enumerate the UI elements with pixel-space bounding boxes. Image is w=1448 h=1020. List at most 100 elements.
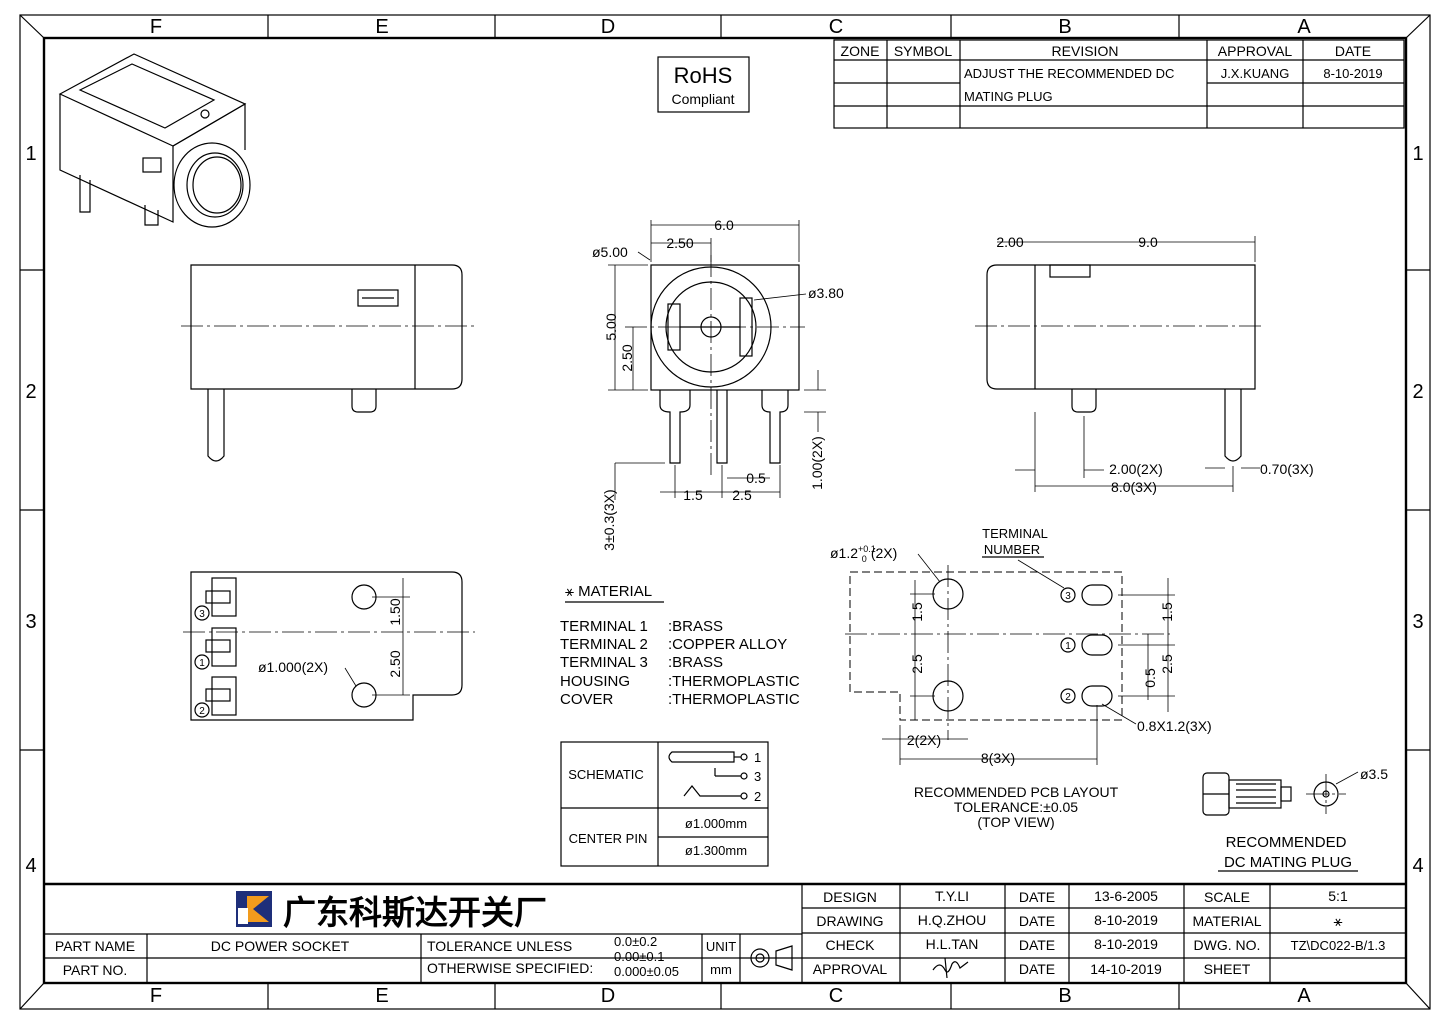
rev-header-zone: ZONE	[841, 43, 880, 59]
right-dim-body: 9.0	[1138, 234, 1158, 250]
rev-row2-revision: MATING PLUG	[964, 89, 1053, 104]
row-label-left-3: 3	[25, 611, 36, 633]
plug-dim: ø3.5	[1360, 766, 1388, 782]
pcb-dim-slot: 0.8X1.2(3X)	[1137, 718, 1212, 734]
check-date: 8-10-2019	[1094, 936, 1158, 952]
front-dim-half-height: 2.50	[619, 344, 635, 371]
material-mat-5: :THERMOPLASTIC	[668, 691, 800, 708]
pcb-title: RECOMMENDED PCB LAYOUT	[914, 784, 1119, 800]
check-value: H.L.TAN	[926, 936, 979, 952]
pcb-dim-x2: 8(3X)	[981, 750, 1015, 766]
bottom-marker-3: 3	[199, 609, 205, 620]
schematic-pin-2: 2	[754, 789, 761, 804]
mating-plug: ø3.5 RECOMMENDED DC MATING PLUG	[1202, 766, 1388, 872]
design-date: 13-6-2005	[1094, 888, 1158, 904]
col-label-top-b: B	[1058, 16, 1071, 38]
sheet-label: SHEET	[1204, 961, 1251, 977]
bottom-marker-2: 2	[199, 706, 205, 717]
center-pin-value-2: ø1.300mm	[685, 843, 747, 858]
right-dim-pitch: 2.00(2X)	[1109, 461, 1163, 477]
front-dim-pin-width: 0.5	[746, 470, 766, 486]
material-list: ⚹ MATERIAL TERMINAL 1 :BRASS TERMINAL 2 …	[560, 583, 800, 708]
right-dim-span: 8.0(3X)	[1111, 479, 1157, 495]
revision-table: ZONE SYMBOL REVISION APPROVAL DATE ADJUS…	[833, 39, 1405, 129]
part-name-value: DC POWER SOCKET	[211, 938, 350, 954]
part-name-label: PART NAME	[55, 938, 135, 954]
approval-signature	[932, 957, 969, 979]
pcb-dim-d3: 1.5	[1159, 602, 1175, 622]
row-label-left-2: 2	[25, 381, 36, 403]
dwg-no-value: TZ\DC022-B/1.3	[1291, 938, 1386, 953]
rohs-stamp: RoHS Compliant	[657, 56, 750, 113]
col-label-top-e: E	[375, 16, 388, 38]
pcb-dim-d4: 0.5	[1142, 668, 1158, 688]
title-block: 广东科斯达开关厂 PART NAME DC POWER SOCKET PART …	[44, 882, 1406, 983]
material-part-4: HOUSING	[560, 673, 630, 690]
pcb-dim-x1: 2(2X)	[907, 732, 941, 748]
approval-label: APPROVAL	[813, 961, 888, 977]
front-view: 6.0 2.50 ø5.00 ø3.80 5.00 2.50 3±0.3(3X)…	[592, 217, 844, 551]
rev-row1-date: 8-10-2019	[1323, 66, 1382, 81]
column-dividers	[20, 15, 1430, 1009]
bottom-dim-p2: 2.50	[387, 650, 403, 677]
scale-value: 5:1	[1328, 888, 1348, 904]
material-part-5: COVER	[560, 691, 614, 708]
plug-title-2: DC MATING PLUG	[1224, 854, 1352, 871]
col-label-top-c: C	[829, 16, 843, 38]
front-dim-pin-stub: 1.00(2X)	[809, 436, 825, 490]
center-pin-label: CENTER PIN	[569, 831, 648, 846]
design-value: T.Y.LI	[935, 888, 969, 904]
col-label-top-a: A	[1297, 16, 1311, 38]
front-dim-left-offset: 2.50	[666, 235, 693, 251]
col-label-bottom-b: B	[1058, 985, 1071, 1007]
front-dim-pin-gap-a: 1.5	[683, 487, 703, 503]
rev-header-revision: REVISION	[1052, 43, 1119, 59]
check-date-label: DATE	[1019, 937, 1055, 953]
scale-label: SCALE	[1204, 889, 1250, 905]
tolerance-label-2: OTHERWISE SPECIFIED:	[427, 960, 593, 976]
bottom-dim-hole: ø1.000(2X)	[258, 659, 328, 675]
material-mat-2: :COPPER ALLOY	[668, 636, 787, 653]
row-label-right-1: 1	[1412, 143, 1423, 165]
pcb-hole-count: (2X)	[871, 545, 897, 561]
material-title: ⚹ MATERIAL	[565, 583, 652, 600]
rev-row1-approval: J.X.KUANG	[1221, 66, 1290, 81]
unit-value: mm	[710, 962, 732, 977]
drawing-value: H.Q.ZHOU	[918, 912, 986, 928]
front-dim-inner-dia: ø3.80	[808, 285, 844, 301]
design-label: DESIGN	[823, 889, 877, 905]
row-label-right-4: 4	[1412, 855, 1423, 877]
pcb-marker-2: 2	[1065, 692, 1071, 703]
pcb-marker-1: 1	[1065, 641, 1071, 652]
col-label-bottom-c: C	[829, 985, 843, 1007]
dwg-no-label: DWG. NO.	[1194, 937, 1261, 953]
schematic-symbol: 1 3 2	[668, 750, 761, 804]
pcb-terminal-label-1: TERMINAL	[982, 526, 1048, 541]
side-view-right: 2.00 9.0 2.00(2X) 8.0(3X) 0.70(3X)	[975, 234, 1314, 495]
schematic-pin-1: 1	[754, 750, 761, 765]
company-logo	[236, 891, 272, 927]
plug-title-1: RECOMMENDED	[1226, 834, 1347, 851]
material-part-1: TERMINAL 1	[560, 618, 648, 635]
rev-header-approval: APPROVAL	[1218, 43, 1293, 59]
col-label-bottom-a: A	[1297, 985, 1311, 1007]
material-mat-4: :THERMOPLASTIC	[668, 673, 800, 690]
col-label-top-f: F	[150, 16, 162, 38]
schematic-pin-3: 3	[754, 769, 761, 784]
rev-row1-revision: ADJUST THE RECOMMENDED DC	[964, 66, 1174, 81]
unit-label: UNIT	[706, 939, 736, 954]
material-value: ⚹	[1333, 913, 1342, 930]
rev-header-date: DATE	[1335, 43, 1371, 59]
tolerance-value-2: 0.00±0.1	[614, 949, 665, 964]
pcb-marker-3: 3	[1065, 591, 1071, 602]
right-dim-offset: 2.00	[996, 234, 1023, 250]
row-label-left-4: 4	[25, 855, 36, 877]
front-dim-height: 5.00	[603, 313, 619, 340]
tolerance-label-1: TOLERANCE UNLESS	[427, 938, 572, 954]
center-pin-value-1: ø1.000mm	[685, 816, 747, 831]
drawing-date: 8-10-2019	[1094, 912, 1158, 928]
material-label: MATERIAL	[1193, 913, 1262, 929]
front-dim-pin-length: 3±0.3(3X)	[601, 489, 617, 550]
